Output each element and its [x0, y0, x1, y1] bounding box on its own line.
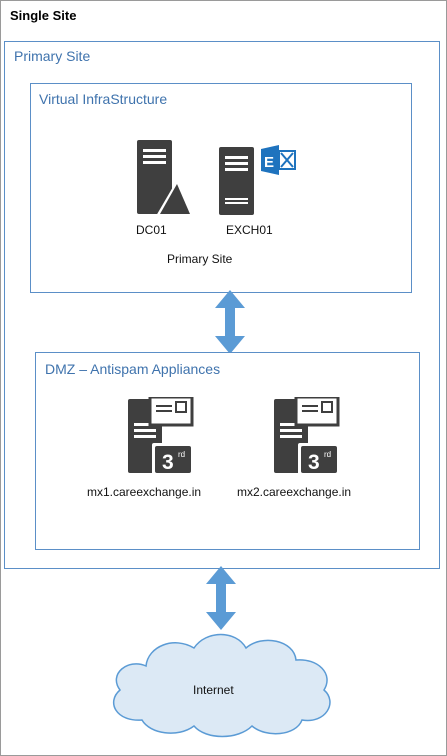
- dc01-label: DC01: [136, 223, 167, 237]
- exch01-label: EXCH01: [226, 223, 273, 237]
- connection-arrow-vi-dmz: [215, 290, 245, 354]
- third-party-badge-suffix: rd: [178, 450, 185, 459]
- primary-site-label: Primary Site: [14, 48, 91, 64]
- third-party-badge-number: 3: [308, 451, 320, 474]
- third-party-badge-suffix: rd: [324, 450, 331, 459]
- mx2-label: mx2.careexchange.in: [237, 485, 352, 499]
- virtual-infrastructure-caption: Primary Site: [167, 252, 233, 266]
- domain-controller-server-icon: [137, 140, 193, 216]
- connection-arrow-site-internet: [206, 566, 236, 630]
- diagram-title: Single Site: [10, 8, 77, 23]
- mail-appliance-3rd-party-icon: 3 rd: [274, 397, 340, 475]
- mx1-label: mx1.careexchange.in: [87, 485, 202, 499]
- dmz-box: DMZ – Antispam Appliances: [35, 352, 420, 550]
- cloud-icon: [112, 633, 331, 738]
- exchange-server-icon: E: [219, 145, 296, 215]
- svg-text:E: E: [264, 154, 274, 171]
- third-party-badge-number: 3: [162, 451, 174, 474]
- mail-appliance-3rd-party-icon: 3 rd: [128, 397, 194, 475]
- dmz-label: DMZ – Antispam Appliances: [45, 361, 221, 377]
- internet-label: Internet: [193, 683, 234, 697]
- virtual-infrastructure-label: Virtual InfraStructure: [39, 91, 168, 107]
